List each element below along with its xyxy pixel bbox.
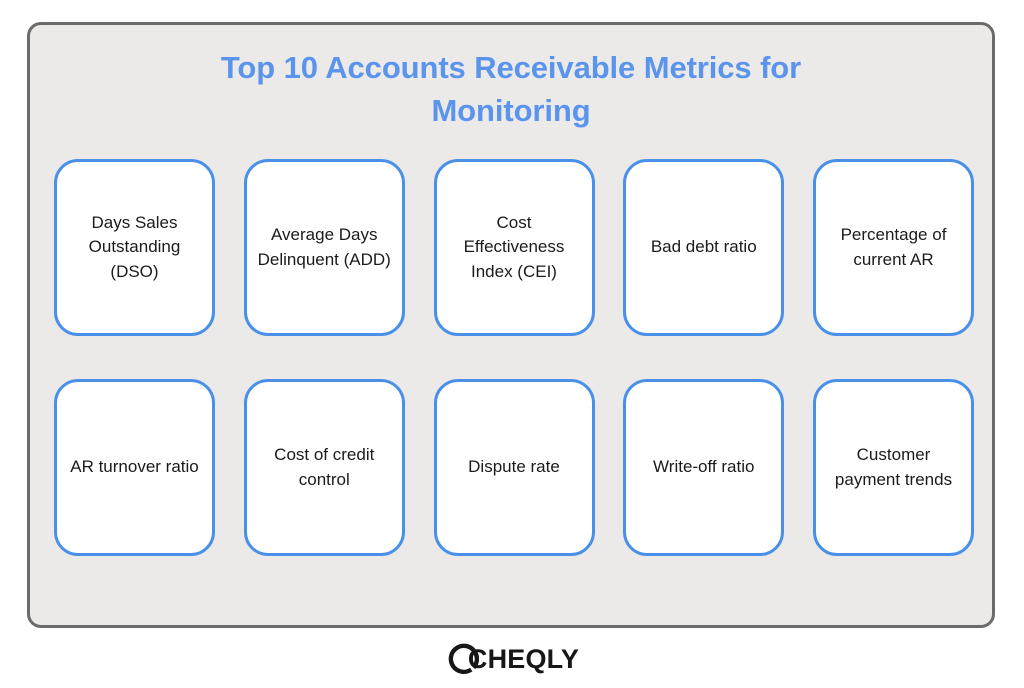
metric-card[interactable]: Average Days Delinquent (ADD): [243, 159, 405, 336]
metric-card-label: Percentage of current AR: [840, 225, 947, 269]
brand-name: CHEQLY: [467, 643, 580, 674]
metric-card[interactable]: Days Sales Outstanding (DSO): [54, 159, 215, 336]
metric-card-label: Dispute rate: [468, 457, 560, 477]
metric-card-label: Days Sales Outstanding (DSO): [88, 213, 181, 281]
metric-card[interactable]: Customer payment trends: [813, 379, 974, 556]
page-title: Top 10 Accounts Receivable Metrics for M…: [220, 50, 802, 128]
metric-card[interactable]: Bad debt ratio: [623, 159, 785, 336]
metric-card[interactable]: Cost of credit control: [243, 379, 405, 556]
metric-card-label: AR turnover ratio: [70, 457, 199, 477]
metrics-row-1: Days Sales Outstanding (DSO) Average Day…: [54, 159, 974, 336]
metric-card-label: Write-off ratio: [653, 457, 755, 477]
metric-card-label: Cost Effectiveness Index (CEI): [463, 213, 565, 281]
metric-card[interactable]: Dispute rate: [433, 379, 595, 556]
metric-card-label: Cost of credit control: [274, 445, 375, 489]
metric-card-label: Average Days Delinquent (ADD): [257, 225, 391, 269]
cheqly-c-ring-icon: [445, 640, 479, 679]
metric-card-label: Bad debt ratio: [650, 237, 757, 257]
brand-logo: CHEQLY: [0, 638, 1024, 680]
metrics-grid: Days Sales Outstanding (DSO) Average Day…: [54, 159, 974, 556]
metric-card[interactable]: Cost Effectiveness Index (CEI): [433, 159, 595, 336]
metric-card[interactable]: AR turnover ratio: [54, 379, 215, 556]
metric-card-label: Customer payment trends: [834, 445, 953, 489]
metric-card[interactable]: Percentage of current AR: [813, 159, 974, 336]
content-frame: Top 10 Accounts Receivable Metrics for M…: [27, 22, 995, 628]
metrics-row-2: AR turnover ratio Cost of credit control…: [54, 379, 974, 556]
metric-card[interactable]: Write-off ratio: [623, 379, 785, 556]
